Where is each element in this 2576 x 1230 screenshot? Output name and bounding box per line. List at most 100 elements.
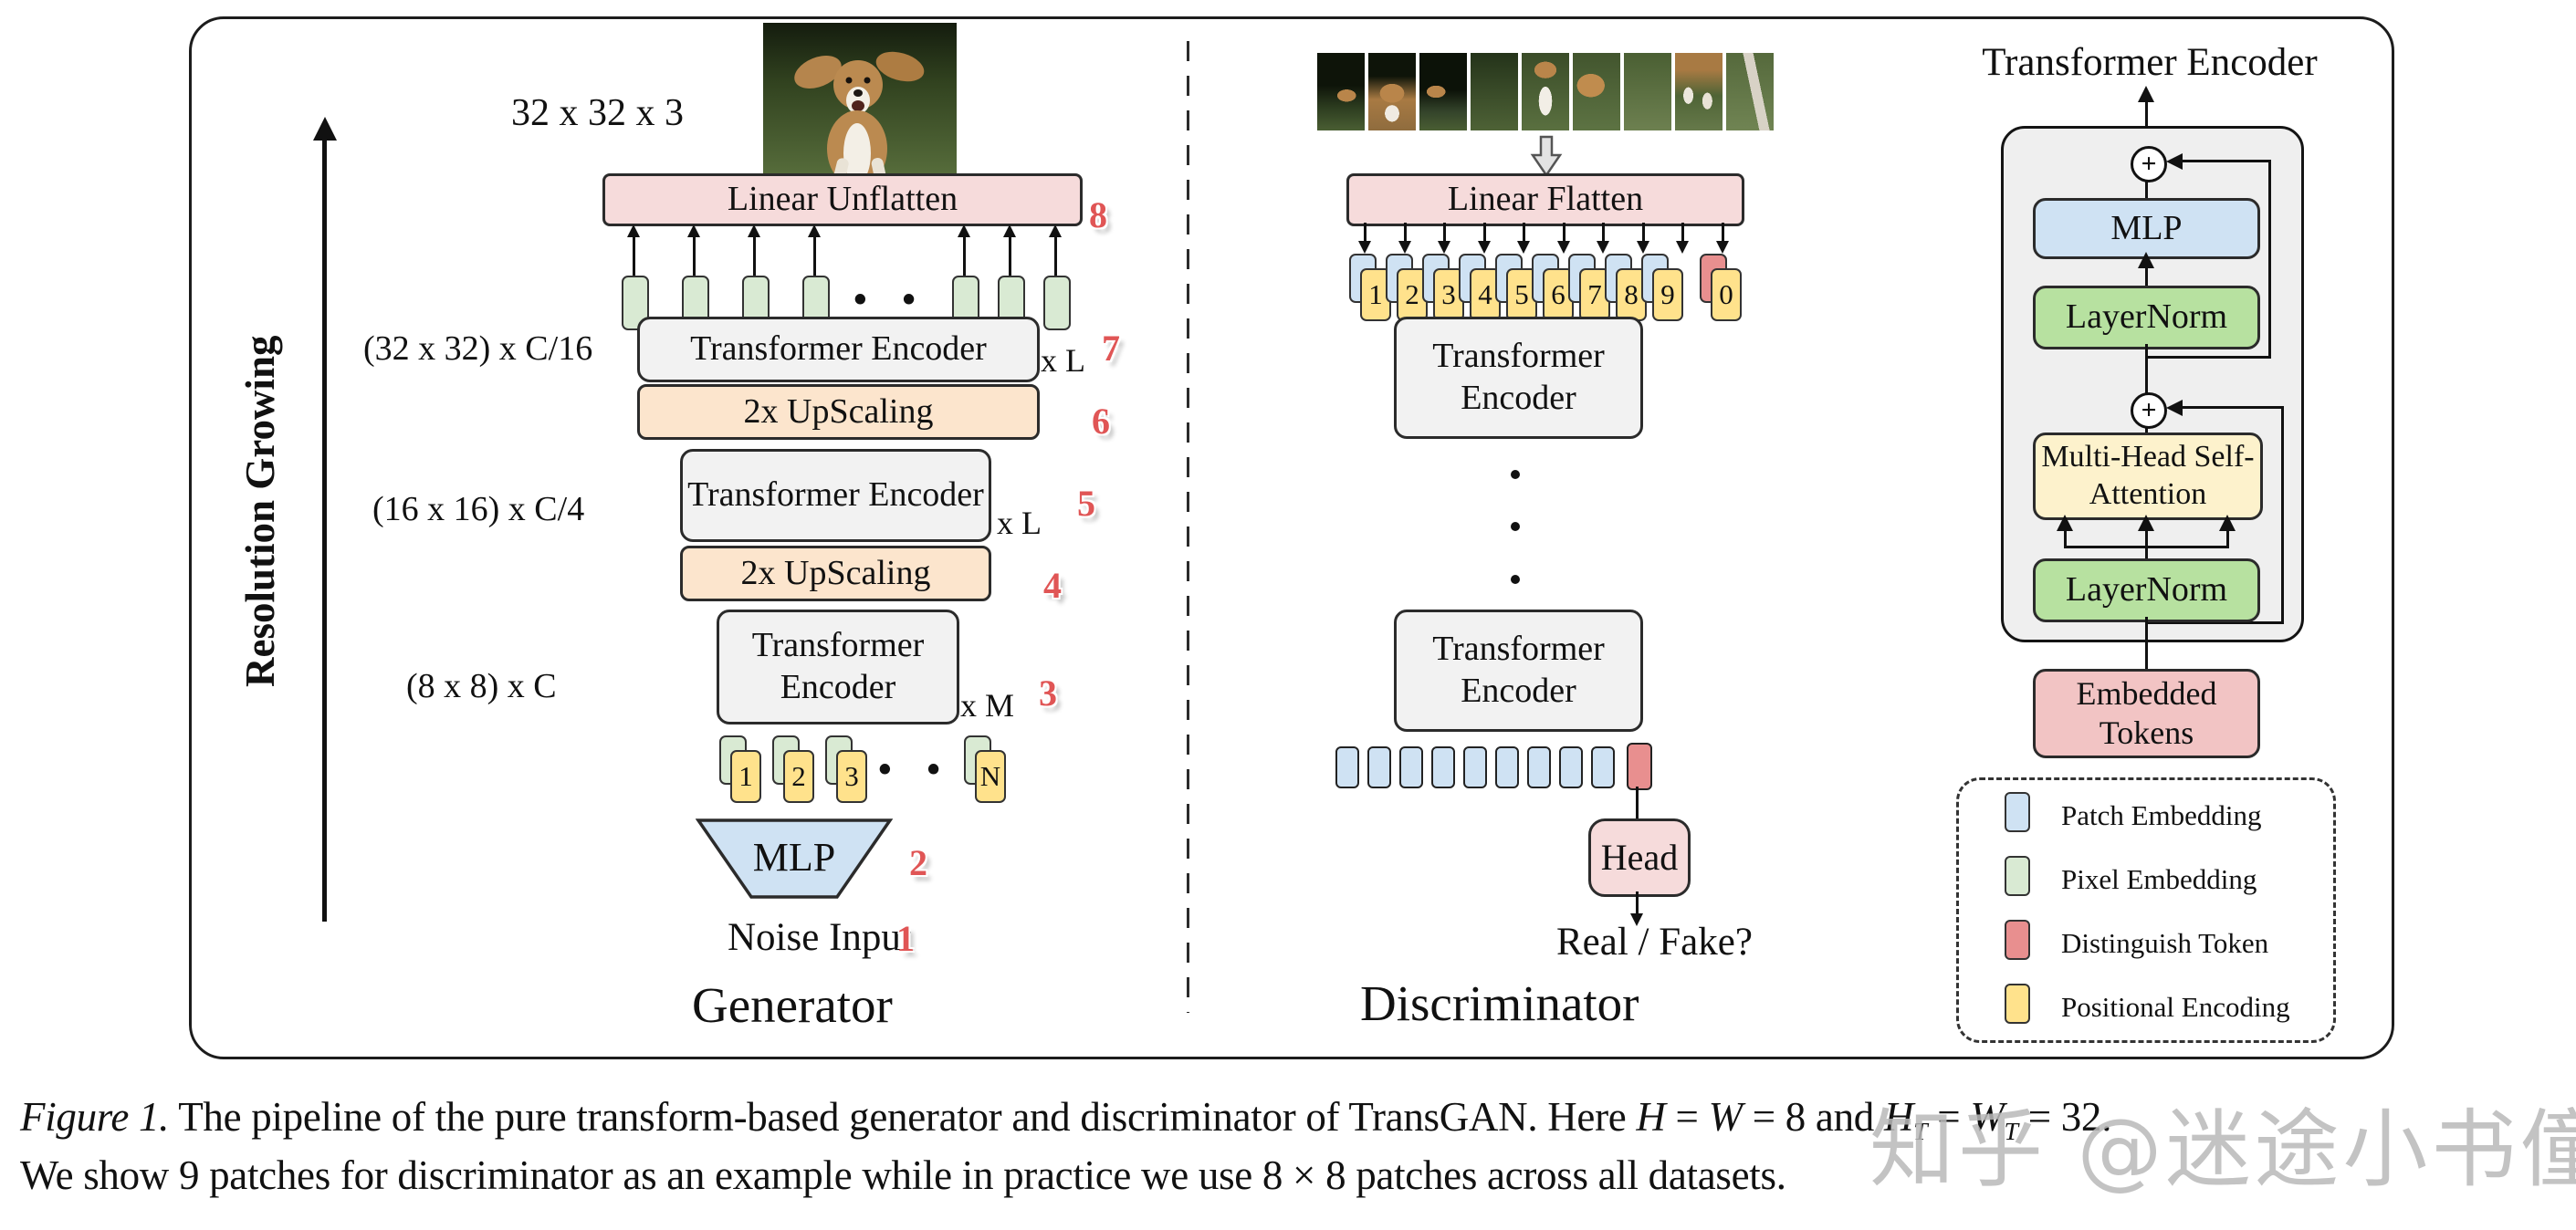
positional-encoding-front: N	[975, 750, 1006, 803]
encoder-mlp-block: MLP	[2033, 198, 2260, 259]
image-patch-8	[1675, 53, 1723, 130]
legend-label: Pixel Embedding	[2061, 863, 2257, 895]
step-badge-3: 3	[1039, 672, 1057, 714]
stage3-shape-label: (8 x 8) x C	[406, 667, 557, 705]
step-badge-6: 6	[1092, 401, 1110, 442]
image-patch-7	[1624, 53, 1671, 130]
linear-flatten-block: Linear Flatten	[1346, 173, 1744, 226]
patch-embedding-output	[1463, 746, 1487, 788]
residual2-line	[2180, 406, 2284, 409]
pixel-arrow-line	[813, 235, 816, 276]
patch-embedding-output	[1527, 746, 1551, 788]
transformer-encoder-block-1: Transformer Encoder	[637, 317, 1040, 382]
legend-label: Patch Embedding	[2061, 799, 2262, 831]
caption-text: = 8 and	[1742, 1094, 1884, 1140]
pixel-arrow-head	[687, 224, 700, 237]
mlp-to-add-line	[2145, 177, 2148, 198]
resolution-axis-arrowhead	[313, 117, 337, 141]
zhihu-watermark: 知乎 @迷途小书僮	[1869, 1100, 2576, 1199]
vertical-ellipsis-dot	[1511, 470, 1520, 479]
patch-embedding-output	[1559, 746, 1583, 788]
qkv-arrow-head	[2057, 515, 2073, 531]
upscaling-block-2: 2x UpScaling	[680, 546, 991, 601]
generator-token-2: 2	[772, 735, 814, 803]
ln2-up-line	[2145, 546, 2148, 558]
step-badge-1: 1	[896, 918, 915, 959]
transformer-encoder-block-2: Transformer Encoder	[680, 449, 991, 542]
math-sub-T: T	[1913, 1118, 1928, 1146]
pixel-arrow-head	[627, 224, 640, 237]
residual-add-circle-1: +	[2131, 146, 2167, 182]
flatten-arrow-line	[1563, 223, 1565, 243]
residual2-line	[2281, 406, 2284, 624]
pixel-arrow-line	[633, 235, 635, 276]
linear-unflatten-block: Linear Unflatten	[602, 173, 1083, 226]
disc-token-9: 9	[1641, 254, 1683, 321]
flatten-hollow-arrow	[1530, 135, 1563, 182]
residual2-line	[2147, 621, 2284, 624]
image-patch-9	[1726, 53, 1774, 130]
pixel-arrow-line	[693, 235, 696, 276]
pixel-arrow-line	[963, 235, 966, 276]
head-output-arrow-head	[1630, 913, 1643, 926]
repeat-label-xM: x M	[960, 687, 1015, 724]
residual1-arrow-head	[2166, 153, 2183, 170]
flatten-arrow-head	[1716, 241, 1729, 254]
pixel-arrow-head	[748, 224, 760, 237]
flatten-arrow-head	[1478, 241, 1491, 254]
flatten-arrow-line	[1364, 223, 1367, 243]
generator-token-1: 1	[719, 735, 761, 803]
flatten-arrow-head	[1398, 241, 1411, 254]
transformer-encoder-block-3: Transformer Encoder	[717, 610, 959, 724]
math-var-H: H	[1636, 1094, 1666, 1140]
cls-to-head-line	[1636, 787, 1639, 818]
disc-token-cls: 0	[1700, 254, 1742, 321]
qkv-arrow-line	[2145, 527, 2148, 547]
step-badge-8: 8	[1089, 194, 1107, 235]
patch-embedding-output	[1367, 746, 1391, 788]
pixel-arrow-head	[1049, 224, 1062, 237]
image-patch-5	[1522, 53, 1569, 130]
legend-label: Positional Encoding	[2061, 991, 2290, 1023]
flatten-arrow-line	[1722, 223, 1724, 243]
encoder-layernorm2-block: LayerNorm	[2033, 558, 2260, 622]
vertical-ellipsis-dot	[1511, 575, 1520, 584]
repeat-label-xL-1: x L	[1041, 342, 1085, 379]
generator-section-label: Generator	[692, 977, 893, 1033]
qkv-arrow-head	[2138, 515, 2154, 531]
positional-encoding-front: 9	[1652, 268, 1683, 321]
positional-encoding-front: 0	[1711, 268, 1742, 321]
legend-swatch-patch-embedding	[2005, 792, 2030, 832]
pixel-embedding-box	[1043, 276, 1071, 330]
encoder-layernorm1-block: LayerNorm	[2033, 286, 2260, 349]
generated-dog-image	[763, 23, 957, 196]
upscaling-block-1: 2x UpScaling	[637, 384, 1040, 440]
real-fake-label: Real / Fake?	[1556, 921, 1753, 964]
generator-token-3: 3	[825, 735, 867, 803]
figure-number-label: Figure 1.	[20, 1094, 170, 1140]
positional-encoding-front: 2	[783, 750, 814, 803]
legend-swatch-pixel-embedding	[2005, 856, 2030, 896]
ln1-down-line	[2145, 344, 2148, 394]
generator-discriminator-divider	[1187, 41, 1189, 1013]
step-badge-4: 4	[1043, 565, 1062, 606]
flatten-arrow-line	[1602, 223, 1605, 243]
caption-text: = 32.	[2017, 1094, 2112, 1140]
pixel-row-ellipsis: • • •	[853, 279, 978, 321]
discriminator-section-label: Discriminator	[1360, 975, 1639, 1031]
math-var-HT: H	[1883, 1094, 1914, 1140]
image-patch-4	[1471, 53, 1518, 130]
image-patch-1	[1317, 53, 1365, 130]
stage1-shape-label: (32 x 32) x C/16	[363, 329, 593, 368]
residual2-arrow-head	[2166, 400, 2183, 416]
embedded-to-ln2-line	[2145, 617, 2148, 669]
vertical-ellipsis-dot	[1511, 522, 1520, 531]
flatten-arrow-line	[1404, 223, 1407, 243]
patch-embedding-output	[1591, 746, 1615, 788]
encoder-output-arrow-line	[2145, 102, 2148, 128]
flatten-arrow-line	[1443, 223, 1446, 243]
math-var-WT: W	[1970, 1094, 2005, 1140]
step-badge-5: 5	[1077, 483, 1095, 524]
qkv-arrow-head	[2219, 515, 2236, 531]
